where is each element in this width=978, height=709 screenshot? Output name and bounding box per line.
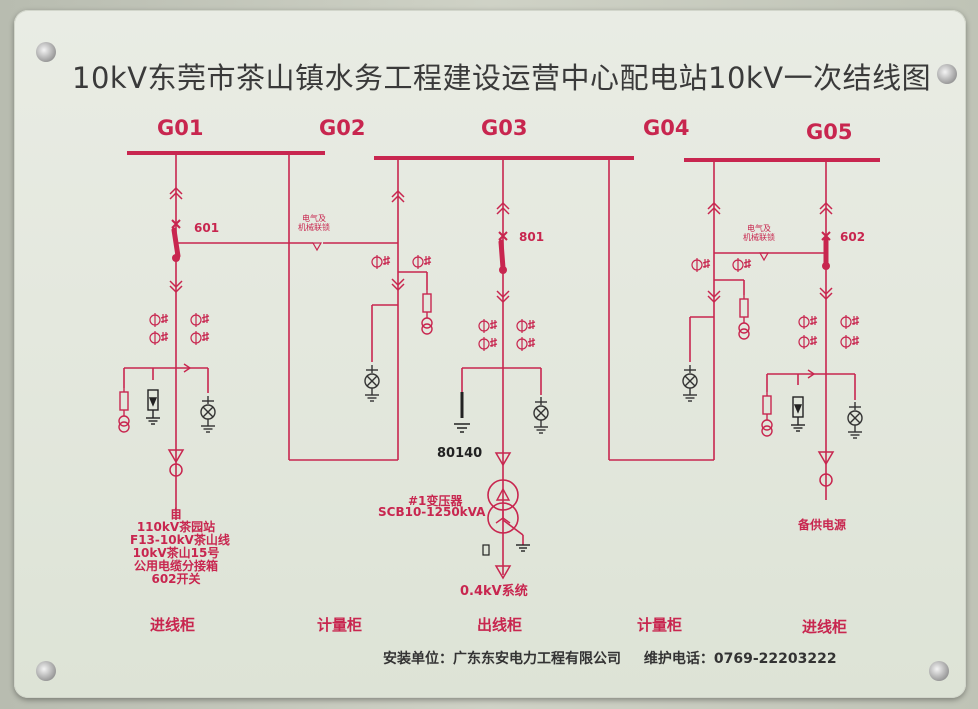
interlock-label-g02: 电气及 机械联锁 [298,214,330,232]
g05-source-label: 备供电源 [798,518,847,532]
interlock-label-g04: 电气及 机械联锁 [743,224,775,242]
screw-icon [36,42,56,62]
screw-icon [929,661,949,681]
cabinet-kind-g05: 进线柜 [802,618,848,636]
breaker-label-602: 602 [840,230,866,244]
cabinet-id-g03: G03 [481,116,528,140]
earth-switch-label: 80140 [437,446,483,461]
breaker-label-601: 601 [194,221,220,235]
cabinet-id-g01: G01 [157,116,204,140]
cabinet-id-g04: G04 [643,116,690,140]
transformer-model: SCB10-1250kVA [378,505,486,519]
diagram-title: 10kV东莞市茶山镇水务工程建设运营中心配电站10kV一次结线图 [72,61,932,95]
diagram-plate [14,10,966,698]
g01-source-label: 自 110kV茶园站 F13-10kV茶山线 10kV茶山15号 公用电缆分接箱… [130,507,230,586]
cabinet-kind-g04: 计量柜 [637,616,683,634]
screw-icon [937,64,957,84]
cabinet-id-g02: G02 [319,116,366,140]
cabinet-id-g05: G05 [806,120,853,144]
cabinet-kind-g01: 进线柜 [150,616,196,634]
screw-icon [36,661,56,681]
phone-label: 维护电话：0769-22203222 [643,651,837,667]
footer: 安装单位：广东东安电力工程有限公司 维护电话：0769-22203222 [383,648,855,668]
transformer-name: #1变压器 [408,494,463,508]
cabinet-kind-g03: 出线柜 [477,616,523,634]
cabinet-kind-g02: 计量柜 [317,616,363,634]
breaker-label-801: 801 [519,230,545,244]
installer-label: 安装单位：广东东安电力工程有限公司 [383,651,621,667]
lv-system-label: 0.4kV系统 [460,584,528,599]
